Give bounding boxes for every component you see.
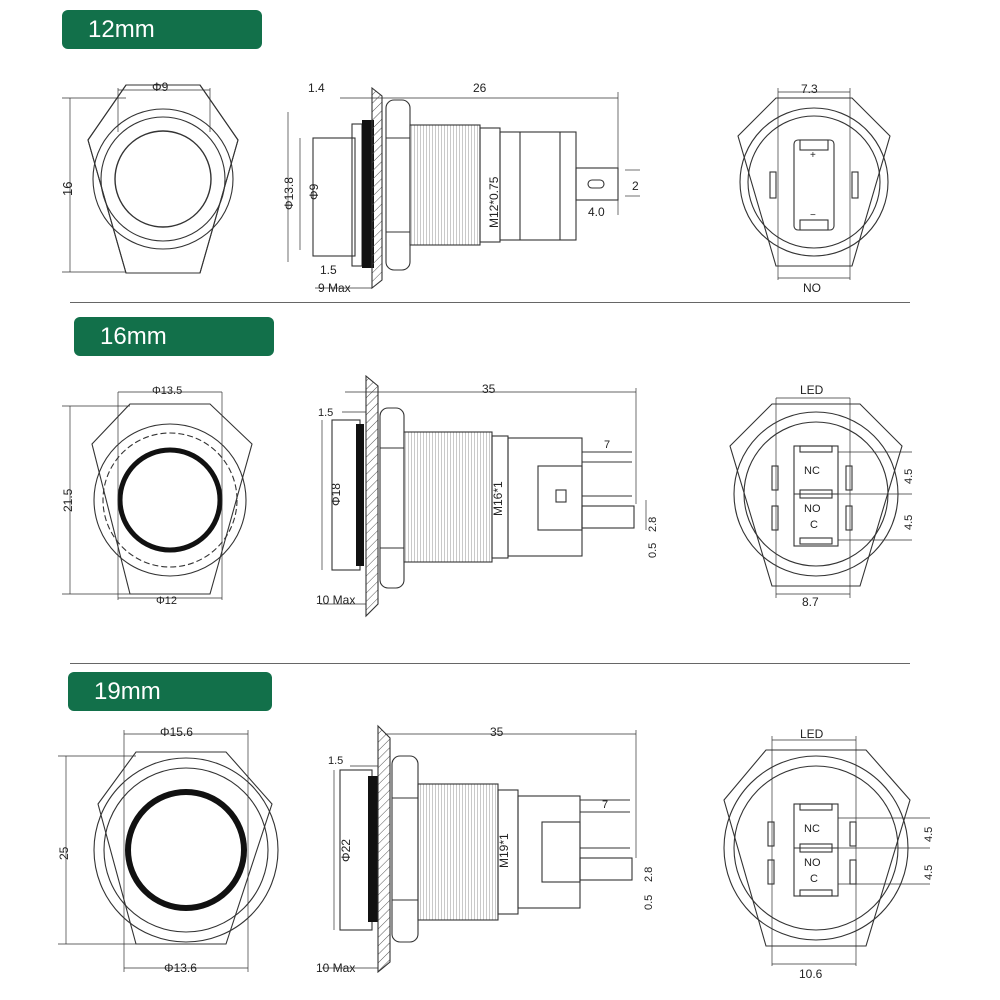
back-view-16mm (729, 397, 912, 598)
section-divider (70, 302, 910, 303)
dim-label: 4.5 (903, 469, 915, 484)
side-view-12mm (287, 86, 640, 290)
dim-label: 26 (473, 81, 487, 95)
polarity-label: + (810, 150, 816, 161)
dim-label: 7 (602, 799, 608, 811)
front-view-19mm (58, 730, 279, 972)
dim-label: NO (803, 281, 821, 295)
dim-label: 10 Max (316, 593, 355, 607)
section-tab-12mm: 12mm (62, 10, 262, 49)
dim-label: 2 (632, 179, 639, 193)
dim-label: 0.5 (643, 895, 655, 910)
side-view-16mm (320, 374, 647, 618)
terminal-label: NO (804, 503, 821, 515)
dim-label: 4.5 (923, 865, 935, 880)
dim-label: 7 (604, 439, 610, 451)
section-tab-19mm: 19mm (68, 672, 272, 711)
section-title: 12mm (88, 15, 155, 43)
terminal-label: NO (804, 857, 821, 869)
section-divider (70, 663, 910, 664)
dim-label: 10.6 (799, 967, 823, 981)
dim-label: LED (800, 727, 824, 741)
dim-label: 1.5 (328, 755, 343, 767)
polarity-label: − (810, 210, 816, 221)
dim-label: 9 Max (318, 281, 351, 295)
front-view-16mm (62, 391, 253, 600)
dim-label: 4.5 (903, 515, 915, 530)
terminal-label: NC (804, 465, 820, 477)
terminal-label: NC (804, 823, 820, 835)
dim-label: 1.5 (320, 263, 337, 277)
dim-label: M16*1 (491, 481, 505, 516)
dim-label: 1.5 (318, 407, 333, 419)
terminal-label: C (810, 519, 818, 531)
dim-label: 10 Max (316, 961, 355, 975)
dim-label: Φ9 (307, 183, 321, 200)
dim-label: 25 (57, 846, 71, 860)
dim-label: M19*1 (497, 833, 511, 868)
dim-label: Φ15.6 (160, 725, 193, 739)
dim-label: 8.7 (802, 595, 819, 609)
dim-label: 4.0 (588, 205, 605, 219)
dim-label: Φ9 (152, 80, 169, 94)
dim-label: 2.8 (643, 867, 655, 882)
dim-label: 7.3 (801, 82, 818, 96)
dim-label: Φ13.5 (152, 385, 182, 397)
dim-label: 21.5 (61, 488, 75, 512)
dim-label: 4.5 (923, 827, 935, 842)
dim-label: Φ12 (156, 595, 177, 607)
dim-label: 35 (490, 725, 504, 739)
back-view-19mm (723, 736, 930, 966)
dim-label: Φ22 (339, 839, 353, 862)
section-tab-16mm: 16mm (74, 317, 274, 356)
dim-label: 35 (482, 382, 496, 396)
dim-label: 0.5 (647, 543, 659, 558)
section-title: 16mm (100, 322, 167, 350)
section-title: 19mm (94, 677, 161, 705)
dim-label: LED (800, 383, 824, 397)
side-view-19mm (322, 724, 637, 974)
terminal-label: C (810, 873, 818, 885)
dim-label: Φ13.8 (282, 177, 296, 210)
dim-label: 1.4 (308, 81, 325, 95)
dim-label: M12*0.75 (487, 176, 501, 228)
dim-label: 2.8 (647, 517, 659, 532)
front-view-12mm (62, 84, 239, 274)
dim-label: 16 (60, 182, 75, 196)
back-view-12mm (737, 88, 891, 280)
dim-label: Φ13.6 (164, 961, 197, 975)
dim-label: Φ18 (329, 483, 343, 506)
